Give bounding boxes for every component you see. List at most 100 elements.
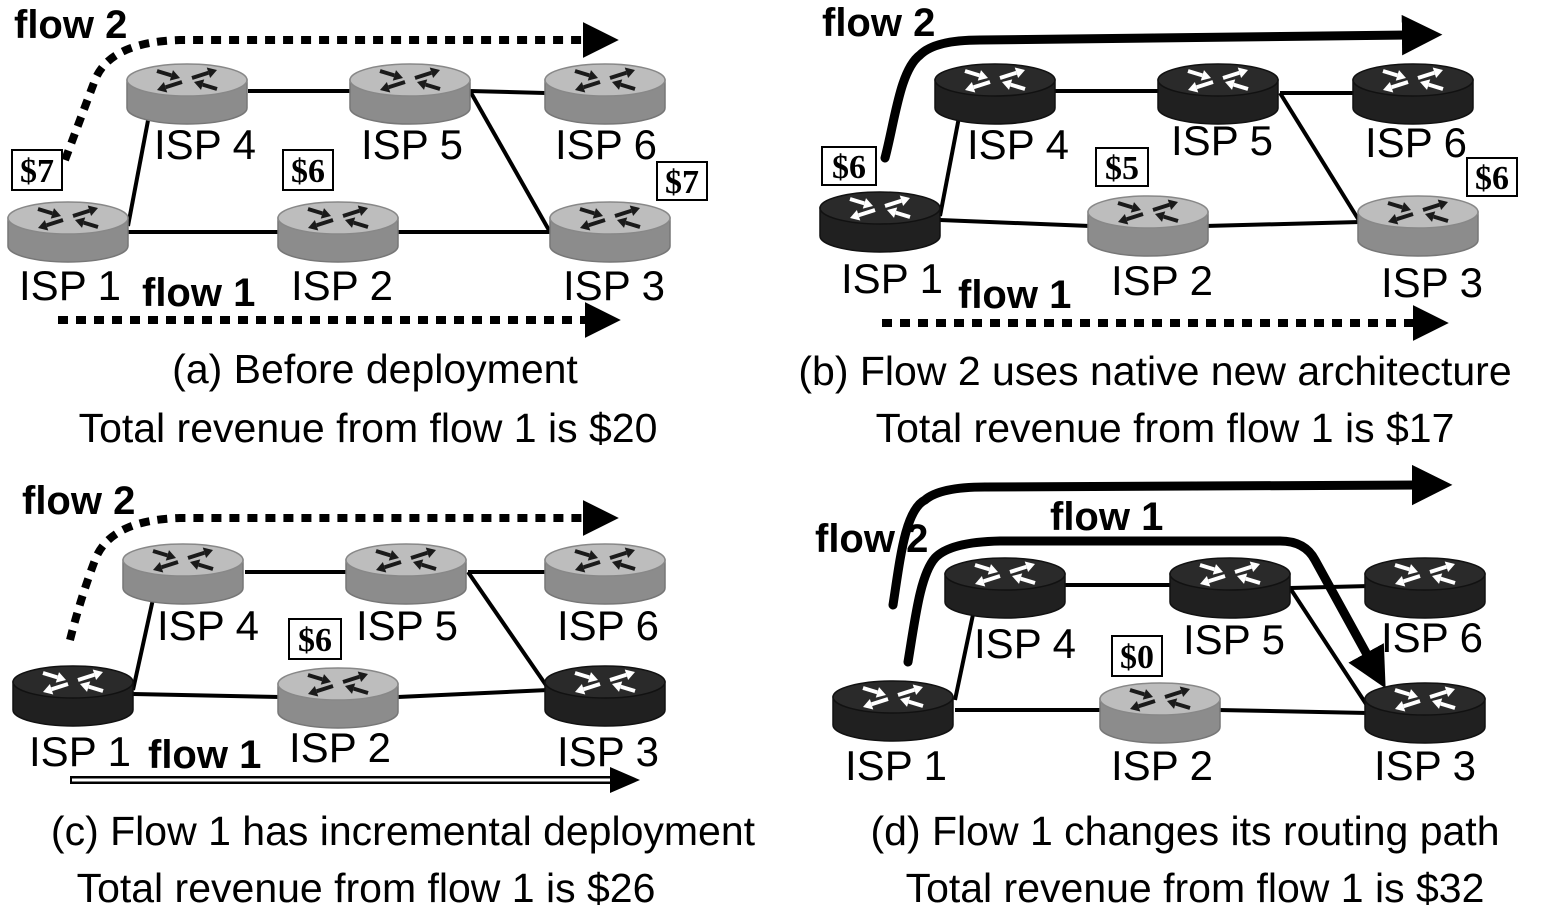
router-isp3: [1357, 195, 1479, 257]
router-isp4: [126, 63, 248, 125]
price-isp3: $6: [1475, 160, 1509, 197]
caption-line2: Total revenue from flow 1 is $32: [906, 865, 1485, 911]
panel-d: ISP 4 ISP 5 ISP 6 ISP 1 ISP 2 ISP 3 flow…: [815, 464, 1500, 911]
flow2-path: [66, 500, 619, 641]
panel-a: ISP 4 ISP 5 ISP 6 ISP 1 ISP 2 ISP 3 flow…: [7, 3, 708, 451]
router-isp2: [1099, 682, 1221, 744]
isp4-label: ISP 4: [154, 121, 256, 168]
price-tag: $0: [1111, 635, 1163, 677]
caption-line1: (a) Before deployment: [172, 346, 578, 392]
isp5-label: ISP 5: [356, 602, 458, 649]
link-isp5-isp6: [469, 89, 546, 95]
link-isp1-isp2: [939, 218, 1091, 228]
price-tag: $6: [288, 618, 342, 660]
isp6-label: ISP 6: [1381, 614, 1483, 661]
isp1-label: ISP 1: [19, 262, 121, 309]
router-isp3: [549, 201, 671, 263]
link-isp5-isp3: [1278, 91, 1362, 224]
price-tag: $7: [11, 149, 63, 191]
flow2-path: [888, 464, 1453, 610]
flow1-label: flow 1: [148, 733, 261, 777]
caption-line1: (c) Flow 1 has incremental deployment: [51, 808, 756, 854]
flow2-label: flow 2: [822, 1, 935, 45]
price-tag: $5: [1095, 147, 1149, 187]
caption-line2: Total revenue from flow 1 is $17: [876, 405, 1455, 451]
caption-line1: (b) Flow 2 uses native new architecture: [798, 348, 1511, 394]
link-isp2-isp3: [1217, 708, 1369, 715]
caption-line2: Total revenue from flow 1 is $26: [77, 865, 656, 911]
caption-line1: (d) Flow 1 changes its routing path: [871, 808, 1500, 854]
isp4-label: ISP 4: [974, 620, 1076, 667]
isp2-label: ISP 2: [1111, 742, 1213, 789]
isp5-label: ISP 5: [1183, 616, 1285, 663]
isp1-label: ISP 1: [841, 255, 943, 302]
link-isp4-isp1: [938, 111, 962, 217]
router-isp6: [1352, 63, 1474, 125]
price-isp1: $6: [832, 149, 866, 186]
router-isp4: [122, 543, 244, 605]
link-isp2-isp3: [397, 688, 549, 699]
price-isp2: $6: [298, 622, 332, 659]
router-isp5: [1157, 63, 1279, 125]
isp2-label: ISP 2: [289, 724, 391, 771]
router-isp5: [1169, 557, 1291, 619]
router-isp1: [12, 665, 134, 727]
links: [126, 89, 552, 234]
link-isp2-isp3: [1204, 220, 1361, 228]
isp6-label: ISP 6: [555, 121, 657, 168]
flow1-path: [903, 536, 1386, 689]
price-tag: $6: [821, 146, 877, 186]
isp6-label: ISP 6: [1365, 119, 1467, 166]
price-isp2: $0: [1120, 639, 1154, 676]
link-isp1-isp2: [132, 692, 281, 699]
router-isp6: [1364, 557, 1486, 619]
router-isp4: [944, 557, 1066, 619]
flow1-label: flow 1: [1050, 495, 1163, 539]
router-isp6: [544, 63, 666, 125]
caption-line2: Total revenue from flow 1 is $20: [79, 405, 658, 451]
isp6-label: ISP 6: [557, 602, 659, 649]
router-isp3: [544, 665, 666, 727]
isp2-label: ISP 2: [291, 262, 393, 309]
isp3-label: ISP 3: [1381, 259, 1483, 306]
links: [131, 570, 550, 699]
router-isp2: [1087, 195, 1209, 257]
router-isp1: [7, 201, 129, 263]
router-isp1: [832, 680, 954, 742]
flow2-label: flow 2: [22, 479, 135, 523]
router-isp2: [277, 201, 399, 263]
link-isp4-isp1: [131, 589, 157, 691]
isp5-label: ISP 5: [1171, 117, 1273, 164]
isp3-label: ISP 3: [563, 262, 665, 309]
price-tag: $6: [1466, 157, 1518, 197]
router-isp1: [819, 191, 941, 253]
price-isp3: $7: [665, 164, 699, 201]
link-isp5-isp3: [1288, 586, 1372, 712]
flow2-label: flow 2: [14, 3, 127, 47]
router-isp4: [934, 63, 1056, 125]
router-isp6: [544, 543, 666, 605]
isp4-label: ISP 4: [967, 121, 1069, 168]
isp1-label: ISP 1: [845, 742, 947, 789]
price-isp1: $7: [20, 153, 54, 190]
link-isp5-isp3: [468, 90, 552, 233]
flow1-label: flow 1: [958, 273, 1071, 317]
link-isp4-isp1: [126, 109, 152, 227]
price-isp2: $6: [291, 153, 325, 190]
links: [938, 89, 1362, 228]
isp3-label: ISP 3: [557, 728, 659, 775]
isp2-label: ISP 2: [1111, 257, 1213, 304]
link-isp5-isp3: [466, 570, 550, 690]
flow1-path: [70, 767, 640, 793]
router-isp5: [345, 543, 467, 605]
router-isp3: [1364, 682, 1486, 744]
isp4-label: ISP 4: [157, 602, 259, 649]
router-isp2: [277, 667, 399, 729]
link-isp4-isp1: [953, 604, 977, 701]
links: [953, 583, 1372, 715]
router-isp5: [349, 63, 471, 125]
price-isp2: $5: [1105, 150, 1139, 187]
price-tag: $6: [282, 149, 334, 191]
panel-b: ISP 4 ISP 5 ISP 6 ISP 1 ISP 2 ISP 3 flow…: [798, 1, 1518, 451]
